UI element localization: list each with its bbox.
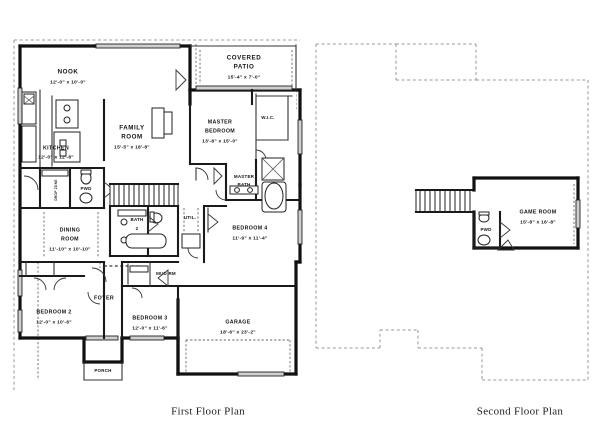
porch-label: PORCH [94, 368, 111, 373]
room-porch: PORCH [83, 361, 123, 381]
second-floor-plan-group: PWD GAME ROOM 15'-8" x 16'-8" Second Flo… [315, 43, 589, 418]
powder-room-label: PWD [80, 186, 92, 191]
first-floor-windows [17, 43, 303, 377]
family-room-label-line1: FAMILY [119, 125, 145, 132]
room-wic: W.I.C. [255, 95, 293, 161]
nook-dimensions: 12'-0" x 10'-0" [50, 79, 86, 85]
room-game: GAME ROOM 15'-8" x 16'-8" [496, 209, 557, 251]
room-kitchen: KITCHEN 12'-0" x 12'-8" [21, 89, 81, 171]
master-bedroom-dimensions: 13'-8" x 15'-0" [202, 138, 238, 144]
bedroom-2-label: BEDROOM 2 [36, 309, 71, 315]
master-bath-label-line2: BATH [238, 182, 251, 187]
garage-dimensions: 18'-6" x 23'-2" [220, 329, 256, 335]
room-pwd-second-floor: PWD [472, 210, 511, 250]
covered-patio [189, 45, 297, 91]
covered-patio-label-line2: PATIO [234, 64, 255, 71]
drop-zone-label: DROP ZONE [54, 179, 58, 201]
covered-patio-dimensions: 15'-4" x 7'-0" [228, 74, 261, 80]
room-family: FAMILY ROOM 15'-5" x 18'-8" [102, 98, 173, 162]
covered-patio-labels: COVERED PATIO 15'-4" x 7'-0" [227, 55, 261, 81]
kitchen-label: KITCHEN [43, 145, 69, 151]
util-label: UTIL. [184, 215, 196, 220]
bedroom-3-label: BEDROOM 3 [132, 315, 167, 321]
second-floor-caption: Second Floor Plan [477, 406, 564, 418]
covered-patio-label-line1: COVERED [227, 55, 261, 62]
room-bedroom-2: BEDROOM 2 12'-0" x 10'-6" [18, 261, 86, 325]
nook-label: NOOK [58, 69, 79, 76]
room-mud: MUD RM [120, 260, 180, 299]
bedroom-4-label: BEDROOM 4 [232, 225, 267, 231]
room-master-bath: MASTER BATH [213, 157, 302, 213]
first-floor-caption: First Floor Plan [171, 406, 245, 418]
family-room-label-line2: ROOM [121, 134, 142, 141]
master-bedroom-label-line1: MASTER [208, 119, 232, 125]
kitchen-dimensions: 12'-0" x 12'-8" [38, 154, 74, 160]
game-room-label: GAME ROOM [520, 209, 557, 215]
drop-zone-and-powder: DROP ZONE PWD [18, 166, 115, 210]
dining-room-label-line1: DINING [60, 227, 81, 233]
bath-2-label-line1: BATH [131, 217, 144, 222]
pwd-second-floor-label: PWD [480, 227, 492, 232]
room-dining: DINING ROOM 11'-10" x 10'-10" [43, 212, 99, 258]
bedroom-4-dimensions: 11'-9" x 11'-4" [232, 235, 267, 241]
room-util: UTIL. [176, 204, 201, 259]
room-bedroom-3: BEDROOM 3 12'-0" x 11'-6" [120, 284, 180, 340]
master-bedroom-label-line2: BEDROOM [205, 128, 235, 134]
first-floor-plan-group: NOOK 12'-0" x 10'-0" COVERED PATIO 15'-4… [13, 39, 303, 418]
bedroom-3-dimensions: 12'-0" x 11'-6" [132, 325, 167, 331]
bedroom-2-dimensions: 12'-0" x 10'-6" [36, 319, 72, 325]
game-room-dimensions: 15'-8" x 16'-8" [520, 219, 556, 225]
stairs-first-floor [108, 182, 180, 208]
mud-room-label: MUD RM [156, 271, 176, 276]
dining-room-label-line2: ROOM [61, 236, 79, 242]
master-bath-label-line1: MASTER [234, 174, 255, 179]
room-bedroom-4: BEDROOM 4 11'-9" x 11'-4" [202, 204, 267, 264]
room-bath-2: BATH 2 [108, 206, 180, 258]
room-nook: NOOK 12'-0" x 10'-0" [50, 69, 187, 92]
room-garage: GARAGE 18'-6" x 23'-2" [176, 284, 298, 372]
foyer-label: FOYER [94, 295, 114, 301]
garage-label: GARAGE [225, 319, 250, 325]
bath-2-label-line2: 2 [136, 226, 139, 231]
dining-room-dimensions: 11'-10" x 10'-10" [49, 246, 90, 252]
room-master-bedroom: MASTER BEDROOM 13'-8" x 15'-0" [188, 88, 257, 181]
second-floor-ghost-outline [315, 43, 589, 381]
family-room-dimensions: 15'-5" x 18'-8" [114, 144, 150, 150]
wic-label: W.I.C. [261, 115, 274, 120]
